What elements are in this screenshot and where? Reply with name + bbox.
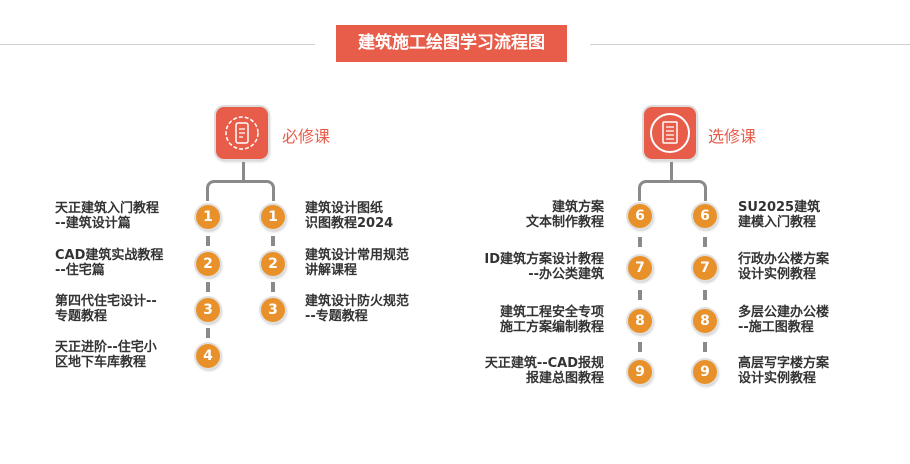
elective-course-label: 选修课 [708,127,757,146]
course-item[interactable]: 建筑设计常用规范讲解课程 [305,248,409,278]
course-title-line: 天正建筑--CAD报规 [484,356,604,371]
connector-dash [703,237,707,247]
step-badge: 2 [196,252,220,276]
course-title-line: 第四代住宅设计-- [55,294,157,309]
course-title-line: --住宅篇 [55,263,105,278]
course-title-line: CAD建筑实战教程 [55,248,164,263]
course-title-line: ID建筑方案设计教程 [484,252,604,267]
connector-bracket [206,180,275,201]
connector-dash [206,235,210,246]
step-badge: 8 [628,309,652,333]
divider-right [590,44,910,45]
step-badge: 4 [196,344,220,368]
step-badge: 6 [628,204,652,228]
step-badge: 9 [628,360,652,384]
course-title-line: 天正进阶--住宅小 [55,340,157,355]
course-title-line: 建筑设计防火规范 [305,294,410,309]
course-item[interactable]: CAD建筑实战教程--住宅篇 [55,248,163,278]
connector-stem [670,162,673,180]
step-badge: 9 [693,360,717,384]
course-item[interactable]: 多层公建办公楼--施工图教程 [738,305,829,335]
course-item[interactable]: ID建筑方案设计教程--办公类建筑 [484,252,604,282]
course-title-line: --办公类建筑 [528,267,604,282]
course-title-line: 建筑工程安全专项 [499,305,604,320]
course-title-line: 天正建筑入门教程 [55,201,160,216]
step-badge: 3 [196,298,220,322]
course-title-line: SU2025建筑 [738,200,821,215]
connector-dash [703,289,707,300]
step-badge: 7 [628,256,652,280]
checklist-icon [644,107,696,159]
course-title-line: 设计实例教程 [738,371,817,386]
page-title: 建筑施工绘图学习流程图 [336,25,567,62]
course-title-line: 讲解课程 [305,263,358,278]
step-badge: 7 [693,256,717,280]
connector-dash [638,289,642,300]
course-item[interactable]: 第四代住宅设计--专题教程 [55,294,157,324]
connector-dash [271,235,275,246]
step-badge: 3 [261,298,285,322]
course-title-line: 施工方案编制教程 [499,320,604,335]
connector-bracket [638,180,707,201]
course-title-line: 建筑方案 [551,200,604,215]
course-title-line: 建模入门教程 [738,215,817,230]
connector-dash [206,328,210,338]
connector-dash [638,237,642,247]
course-title-line: 报建总图教程 [525,371,604,386]
step-badge: 6 [693,204,717,228]
course-title-line: 文本制作教程 [525,215,604,230]
course-title-line: 识图教程2024 [305,216,394,231]
course-title-line: 专题教程 [55,309,108,324]
course-title-line: 高层写字楼方案 [738,356,830,371]
connector-dash [638,341,642,352]
step-badge: 1 [261,205,285,229]
course-title-line: 建筑设计图纸 [305,201,384,216]
course-item[interactable]: 建筑方案文本制作教程 [526,200,604,230]
course-item[interactable]: 建筑设计防火规范--专题教程 [305,294,409,324]
step-badge: 2 [261,252,285,276]
course-title-line: 区地下车库教程 [55,355,147,370]
connector-stem [242,162,245,180]
connector-dash [206,282,210,292]
required-course-label: 必修课 [282,127,331,146]
course-item[interactable]: 天正建筑--CAD报规报建总图教程 [485,356,604,386]
step-badge: 1 [196,205,220,229]
divider-left [0,44,315,45]
course-item[interactable]: 天正进阶--住宅小区地下车库教程 [55,340,157,370]
course-item[interactable]: 行政办公楼方案设计实例教程 [738,252,829,282]
course-item[interactable]: 建筑设计图纸识图教程2024 [305,201,393,231]
certificate-icon [216,107,268,159]
course-title-line: 设计实例教程 [738,267,817,282]
course-title-line: 行政办公楼方案 [738,252,830,267]
course-title-line: 建筑设计常用规范 [305,248,410,263]
course-item[interactable]: SU2025建筑建模入门教程 [738,200,820,230]
connector-dash [703,341,707,352]
step-badge: 8 [693,309,717,333]
course-item[interactable]: 建筑工程安全专项施工方案编制教程 [500,305,604,335]
course-item[interactable]: 高层写字楼方案设计实例教程 [738,356,829,386]
course-title-line: --专题教程 [305,309,368,324]
course-title-line: 多层公建办公楼 [738,305,830,320]
connector-dash [271,282,275,292]
course-item[interactable]: 天正建筑入门教程--建筑设计篇 [55,201,159,231]
course-title-line: --建筑设计篇 [55,216,131,231]
course-title-line: --施工图教程 [738,320,814,335]
